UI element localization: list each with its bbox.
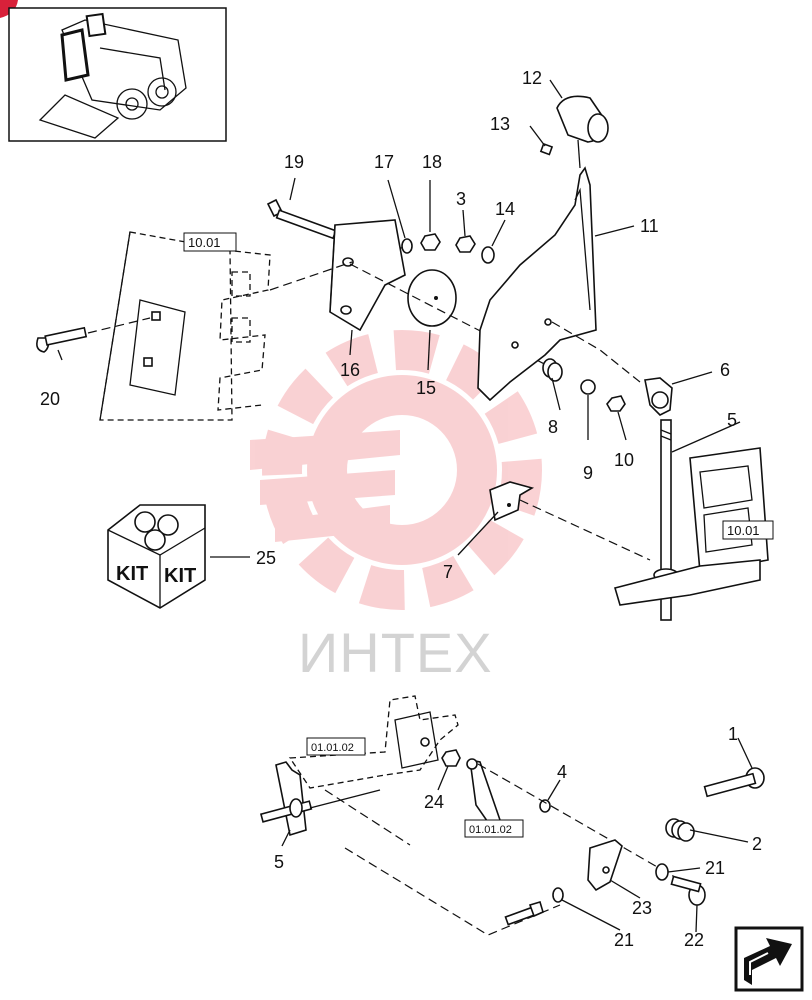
callout-20: 20 — [40, 389, 60, 409]
svg-text:01.01.02: 01.01.02 — [469, 824, 512, 836]
callout-4: 4 — [557, 762, 567, 782]
callout-1: 1 — [728, 724, 738, 744]
bracket-16 — [329, 219, 406, 332]
callout-14: 14 — [495, 199, 515, 219]
knob-12 — [556, 95, 609, 169]
nut-3 — [455, 235, 476, 253]
pin-22 — [670, 875, 706, 906]
callout-3: 3 — [456, 189, 466, 209]
callout-9: 9 — [583, 463, 593, 483]
spring-8 — [542, 358, 563, 382]
ref-linkage-mid: 01.01.02 — [464, 819, 524, 838]
lower-bracket — [288, 695, 459, 789]
callout-7: 7 — [443, 562, 453, 582]
pin-1 — [703, 767, 765, 798]
frame-right — [613, 447, 769, 606]
kit-box: KIT KIT — [107, 504, 206, 609]
svg-text:10.01: 10.01 — [188, 235, 221, 250]
callout-23: 23 — [632, 898, 652, 918]
carriage-bolt-20 — [36, 317, 151, 353]
washer-21-right — [655, 863, 669, 881]
washer-9 — [580, 379, 596, 395]
callout-17: 17 — [374, 152, 394, 172]
callout-5-upper: 5 — [727, 410, 737, 430]
callout-15: 15 — [416, 378, 436, 398]
callout-13: 13 — [490, 114, 510, 134]
callout-21-right: 21 — [705, 858, 725, 878]
leader-lines — [57, 79, 753, 933]
next-page-arrow-icon[interactable] — [734, 926, 804, 992]
lever-arm — [466, 758, 501, 830]
callout-numbers: 20 19 17 18 3 14 12 13 11 16 15 6 8 9 10… — [40, 68, 762, 950]
watermark-logo — [250, 330, 542, 610]
bracket-23 — [587, 839, 623, 892]
svg-text:10.01: 10.01 — [727, 523, 760, 538]
washer-21-lower — [552, 887, 564, 903]
callout-5-lower: 5 — [274, 852, 284, 872]
machine-thumbnail — [8, 7, 227, 142]
nut-24 — [441, 749, 461, 767]
callout-18: 18 — [422, 152, 442, 172]
svg-text:KIT: KIT — [116, 563, 148, 585]
callout-21-lower: 21 — [614, 930, 634, 950]
bolt-lower — [504, 901, 544, 926]
callout-8: 8 — [548, 417, 558, 437]
rod-5-lower — [259, 761, 411, 846]
washer-17 — [401, 238, 413, 254]
ref-frame-right: 10.01 — [722, 520, 774, 540]
callout-2: 2 — [752, 834, 762, 854]
washer-4 — [539, 799, 551, 813]
callout-22: 22 — [684, 930, 704, 950]
set-screw-13 — [539, 142, 554, 156]
callout-12: 12 — [522, 68, 542, 88]
bracket-7 — [489, 481, 651, 561]
ref-linkage-left: 01.01.02 — [306, 737, 366, 756]
callout-19: 19 — [284, 152, 304, 172]
frame-upper — [99, 231, 271, 421]
washer-14 — [481, 246, 495, 264]
plate-11 — [477, 166, 597, 402]
callout-11: 11 — [640, 216, 659, 236]
callout-6: 6 — [720, 360, 730, 380]
callout-25: 25 — [256, 548, 276, 568]
ref-frame-upper: 10.01 — [183, 232, 237, 252]
nut-18 — [420, 233, 441, 251]
ball-joint-6 — [644, 377, 673, 416]
nut-10 — [606, 395, 626, 412]
callout-24: 24 — [424, 792, 444, 812]
svg-text:KIT: KIT — [164, 565, 196, 587]
callout-10: 10 — [614, 450, 634, 470]
svg-text:01.01.02: 01.01.02 — [311, 742, 354, 754]
watermark-text: ИНТЕХ — [298, 621, 493, 684]
spring-2 — [665, 818, 695, 842]
callout-16: 16 — [340, 360, 360, 380]
